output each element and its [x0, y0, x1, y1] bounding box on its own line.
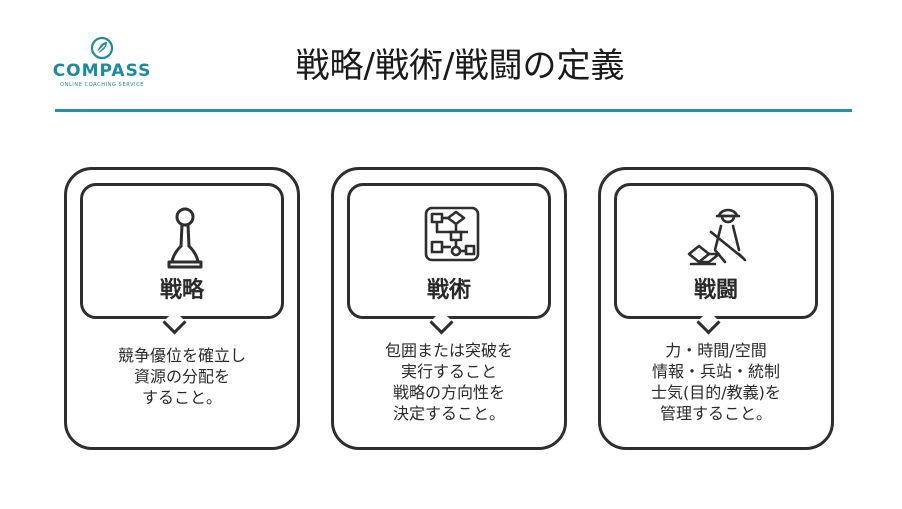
strategy-card-header: 戦略: [80, 183, 284, 319]
tactics-label: 戦術: [426, 278, 471, 303]
combat-label: 戦闘: [693, 278, 738, 303]
strategy-label: 戦略: [159, 278, 204, 303]
description-line: 管理すること。: [659, 404, 772, 423]
description-line: 戦略の方向性を: [392, 383, 505, 402]
flowchart-icon: [424, 206, 480, 262]
logo-tagline: ONLINE COACHING SERVICE: [60, 82, 144, 88]
logo-name: COMPASS: [52, 61, 152, 81]
tactics-description: 包囲または突破を 実行すること 戦略の方向性を 決定すること。: [342, 340, 556, 424]
strategy-description: 競争優位を確立し 資源の分配を すること。: [75, 345, 289, 408]
description-line: 情報・兵站・統制: [651, 362, 780, 381]
chess-pawn-icon: [167, 207, 203, 269]
description-line: 力・時間/空間: [665, 341, 767, 360]
combat-description: 力・時間/空間 情報・兵站・統制 士気(目的/教義)を 管理すること。: [609, 340, 823, 424]
tactics-card: 戦術 包囲または突破を 実行すること 戦略の方向性を 決定すること。: [331, 167, 567, 450]
page-title: 戦略/戦術/戦闘の定義: [295, 46, 625, 86]
combat-card: 戦闘 力・時間/空間 情報・兵站・統制 士気(目的/教義)を 管理すること。: [598, 167, 834, 450]
description-line: 競争優位を確立し: [117, 346, 246, 365]
description-line: すること。: [141, 388, 222, 407]
description-line: 実行すること: [400, 362, 497, 381]
description-line: 決定すること。: [392, 404, 505, 423]
soldier-icon: [687, 208, 747, 266]
strategy-card: 戦略 競争優位を確立し 資源の分配を すること。: [64, 167, 300, 450]
description-line: 士気(目的/教義)を: [651, 383, 781, 402]
compass-leaf-icon: [90, 36, 114, 60]
title-divider: [55, 109, 852, 112]
combat-card-header: 戦闘: [614, 183, 818, 319]
tactics-card-header: 戦術: [347, 183, 551, 319]
description-line: 資源の分配を: [133, 367, 230, 386]
description-line: 包囲または突破を: [384, 341, 513, 360]
compass-logo: COMPASS ONLINE COACHING SERVICE: [50, 36, 154, 92]
